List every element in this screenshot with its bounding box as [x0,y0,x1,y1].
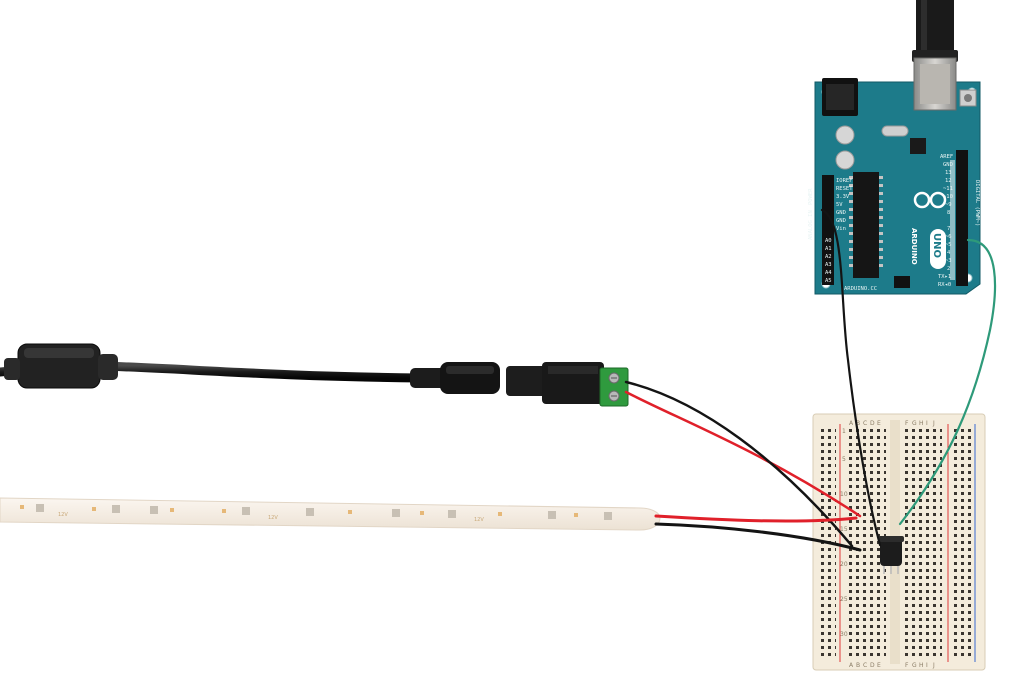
pin-reset: RESET [836,186,853,192]
pin-gnd-digital: GND [943,162,953,168]
breadboard-column-e: E [877,420,881,427]
breadboard-bottom-column-j: J [932,662,935,669]
breadboard: A B C D E F G H I J A B C D E F G H I J … [812,413,986,671]
power-cable [0,343,500,394]
led-strip-label-3: 12V [474,517,484,523]
breadboard-column-d: D [870,420,875,427]
wires [624,208,997,552]
barrel-adapter [506,362,604,404]
pin-a2: A2 [825,254,832,260]
transistor [878,536,904,574]
pin-d7: 7 [947,226,950,232]
pin-d2: 2 [947,266,950,272]
breadboard-bottom-column-e: E [877,662,881,669]
breadboard-column-a: A [849,420,854,427]
breadboard-column-c: C [863,420,867,427]
breadboard-bottom-column-a: A [849,662,854,669]
pin-d9: ~9 [945,202,952,208]
breadboard-column-f: F [905,420,909,427]
arduino-power-title: POWER [808,188,814,205]
breadboard-bottom-column-h: H [919,662,924,669]
breadboard-bottom-column-f: F [905,662,909,669]
arduino-digital-title: DIGITAL (PWM~) [974,180,980,226]
breadboard-column-b: B [856,420,860,427]
wire-green-signal [898,238,997,526]
breadboard-bottom-column-b: B [856,662,860,669]
pin-d1-tx: TX▸1 [938,274,951,280]
breadboard-row-10: 10 [840,491,848,498]
led-strip-label-2: 12V [268,515,278,521]
arduino-analog-title: ANALOG IN [808,210,814,240]
pin-d10: ~10 [943,194,953,200]
pin-aref: AREF [940,154,953,160]
arduino-board: ARDUINO UNO ARDUINO.CC ANALOG IN POWER D… [808,57,981,295]
breadboard-column-i: I [926,420,928,427]
arduino-website-text: ARDUINO.CC [844,286,877,292]
pin-d8: 8 [947,210,950,216]
breadboard-bottom-column-g: G [912,662,917,669]
wire-black-strip [654,522,862,552]
breadboard-row-25: 25 [840,596,848,603]
breadboard-row-20: 20 [840,561,848,568]
pin-d12: 12 [945,178,952,184]
pin-d0-rx: RX◂0 [938,282,951,288]
pin-3v3: 3.3V [836,194,850,200]
breadboard-row-1: 1 [842,428,846,435]
pin-a4: A4 [825,270,832,276]
arduino-logo [913,191,947,269]
pin-5v: 5V [836,202,843,208]
pin-d4: 4 [947,250,951,256]
pin-gnd-1: GND [836,210,846,216]
terminal-block [599,367,629,407]
pin-d3: ~3 [945,258,952,264]
breadboard-column-j: J [932,420,935,427]
usb-cable [912,0,958,62]
wire-red-strip [654,514,858,523]
pin-a3: A3 [825,262,832,268]
pin-a0: A0 [825,238,832,244]
wire-red-supply [624,390,862,518]
breadboard-column-g: G [912,420,917,427]
breadboard-bottom-column-c: C [863,662,867,669]
led-strip-label-1: 12V [58,512,68,518]
wire-black-ground [820,208,882,547]
wire-black-supply [624,380,854,548]
pin-a5: A5 [825,278,832,284]
pin-gnd-2: GND [836,218,846,224]
pin-ioref: IOREF [836,178,853,184]
pin-vin: Vin [836,226,846,232]
arduino-brand-text: ARDUINO [910,228,918,265]
led-strip: 12V 12V 12V [0,497,661,531]
breadboard-row-30: 30 [840,631,848,638]
pin-d13: 13 [945,170,952,176]
breadboard-column-h: H [919,420,924,427]
breadboard-row-5: 5 [842,456,846,463]
breadboard-bottom-column-d: D [870,662,875,669]
breadboard-row-15: 15 [840,526,848,533]
pin-d6: ~6 [945,234,952,240]
breadboard-bottom-column-i: I [926,662,928,669]
pin-a1: A1 [825,246,832,252]
pin-d11: ~11 [943,186,953,192]
pin-d5: ~5 [945,242,952,248]
arduino-model-text: UNO [931,233,942,258]
